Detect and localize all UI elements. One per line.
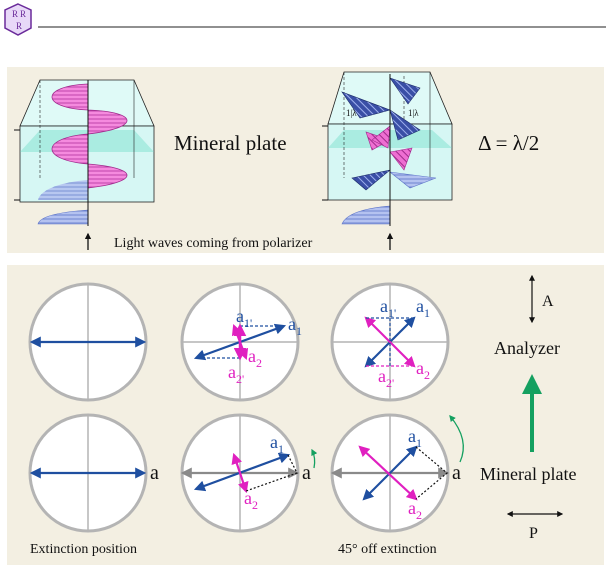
label-a1p-circle3: a1' (380, 296, 396, 320)
logo-letter-1: R (12, 9, 18, 19)
curved-arrow-icon (449, 415, 464, 463)
delta-label: Δ = λ/2 (478, 131, 539, 155)
circle-extinction-polarizer (28, 413, 148, 533)
label-a2p-circle3: a2' (378, 366, 394, 390)
caption-45: 45° off extinction (338, 542, 437, 557)
label-a2p-circle2: a2' (228, 362, 244, 386)
lambda-mark-left: 1|λ (346, 108, 357, 118)
lambda-mark-right: 1|λ (408, 108, 419, 118)
label-a1-circle6: a1 (408, 426, 422, 450)
plate-label: Mineral plate (174, 131, 287, 155)
plate-left (14, 79, 155, 226)
circle-extinction-analyzer (28, 282, 148, 402)
circle-analyzer-45 (180, 282, 300, 402)
top-caption: Light waves coming from polarizer (114, 236, 313, 251)
label-a-circle4: a (150, 462, 159, 484)
label-a2-circle6: a2 (408, 498, 422, 522)
logo-icon: R R R (4, 3, 32, 36)
label-a1-circle3: a1 (416, 296, 430, 320)
label-a2-circle2: a2 (248, 346, 262, 370)
logo-letter-2: R (20, 9, 26, 19)
caption-extinction: Extinction position (30, 542, 137, 557)
polarizer-axis-label: P (529, 525, 538, 542)
label-a-circle5: a (302, 462, 311, 484)
label-a1p-circle2: a1' (236, 306, 252, 330)
logo-letter-3: R (16, 21, 22, 31)
circle-polarizer-cross (330, 413, 450, 533)
analyzer-label: Analyzer (494, 338, 560, 358)
plate-right: 1|λ 1|λ (322, 71, 453, 226)
circle-analyzer-cross (330, 282, 450, 402)
label-a1-circle2: a1 (288, 314, 302, 338)
curved-arrow-icon (311, 448, 318, 469)
label-a2-circle5: a2 (244, 488, 258, 512)
mineral-plate-label: Mineral plate (480, 464, 576, 484)
label-a2-circle3: a2 (416, 358, 430, 382)
label-a-circle6: a (452, 462, 461, 484)
analyzer-axis-label: A (542, 293, 554, 310)
circle-polarizer-45 (180, 413, 300, 533)
label-a1-circle5: a1 (270, 432, 284, 456)
